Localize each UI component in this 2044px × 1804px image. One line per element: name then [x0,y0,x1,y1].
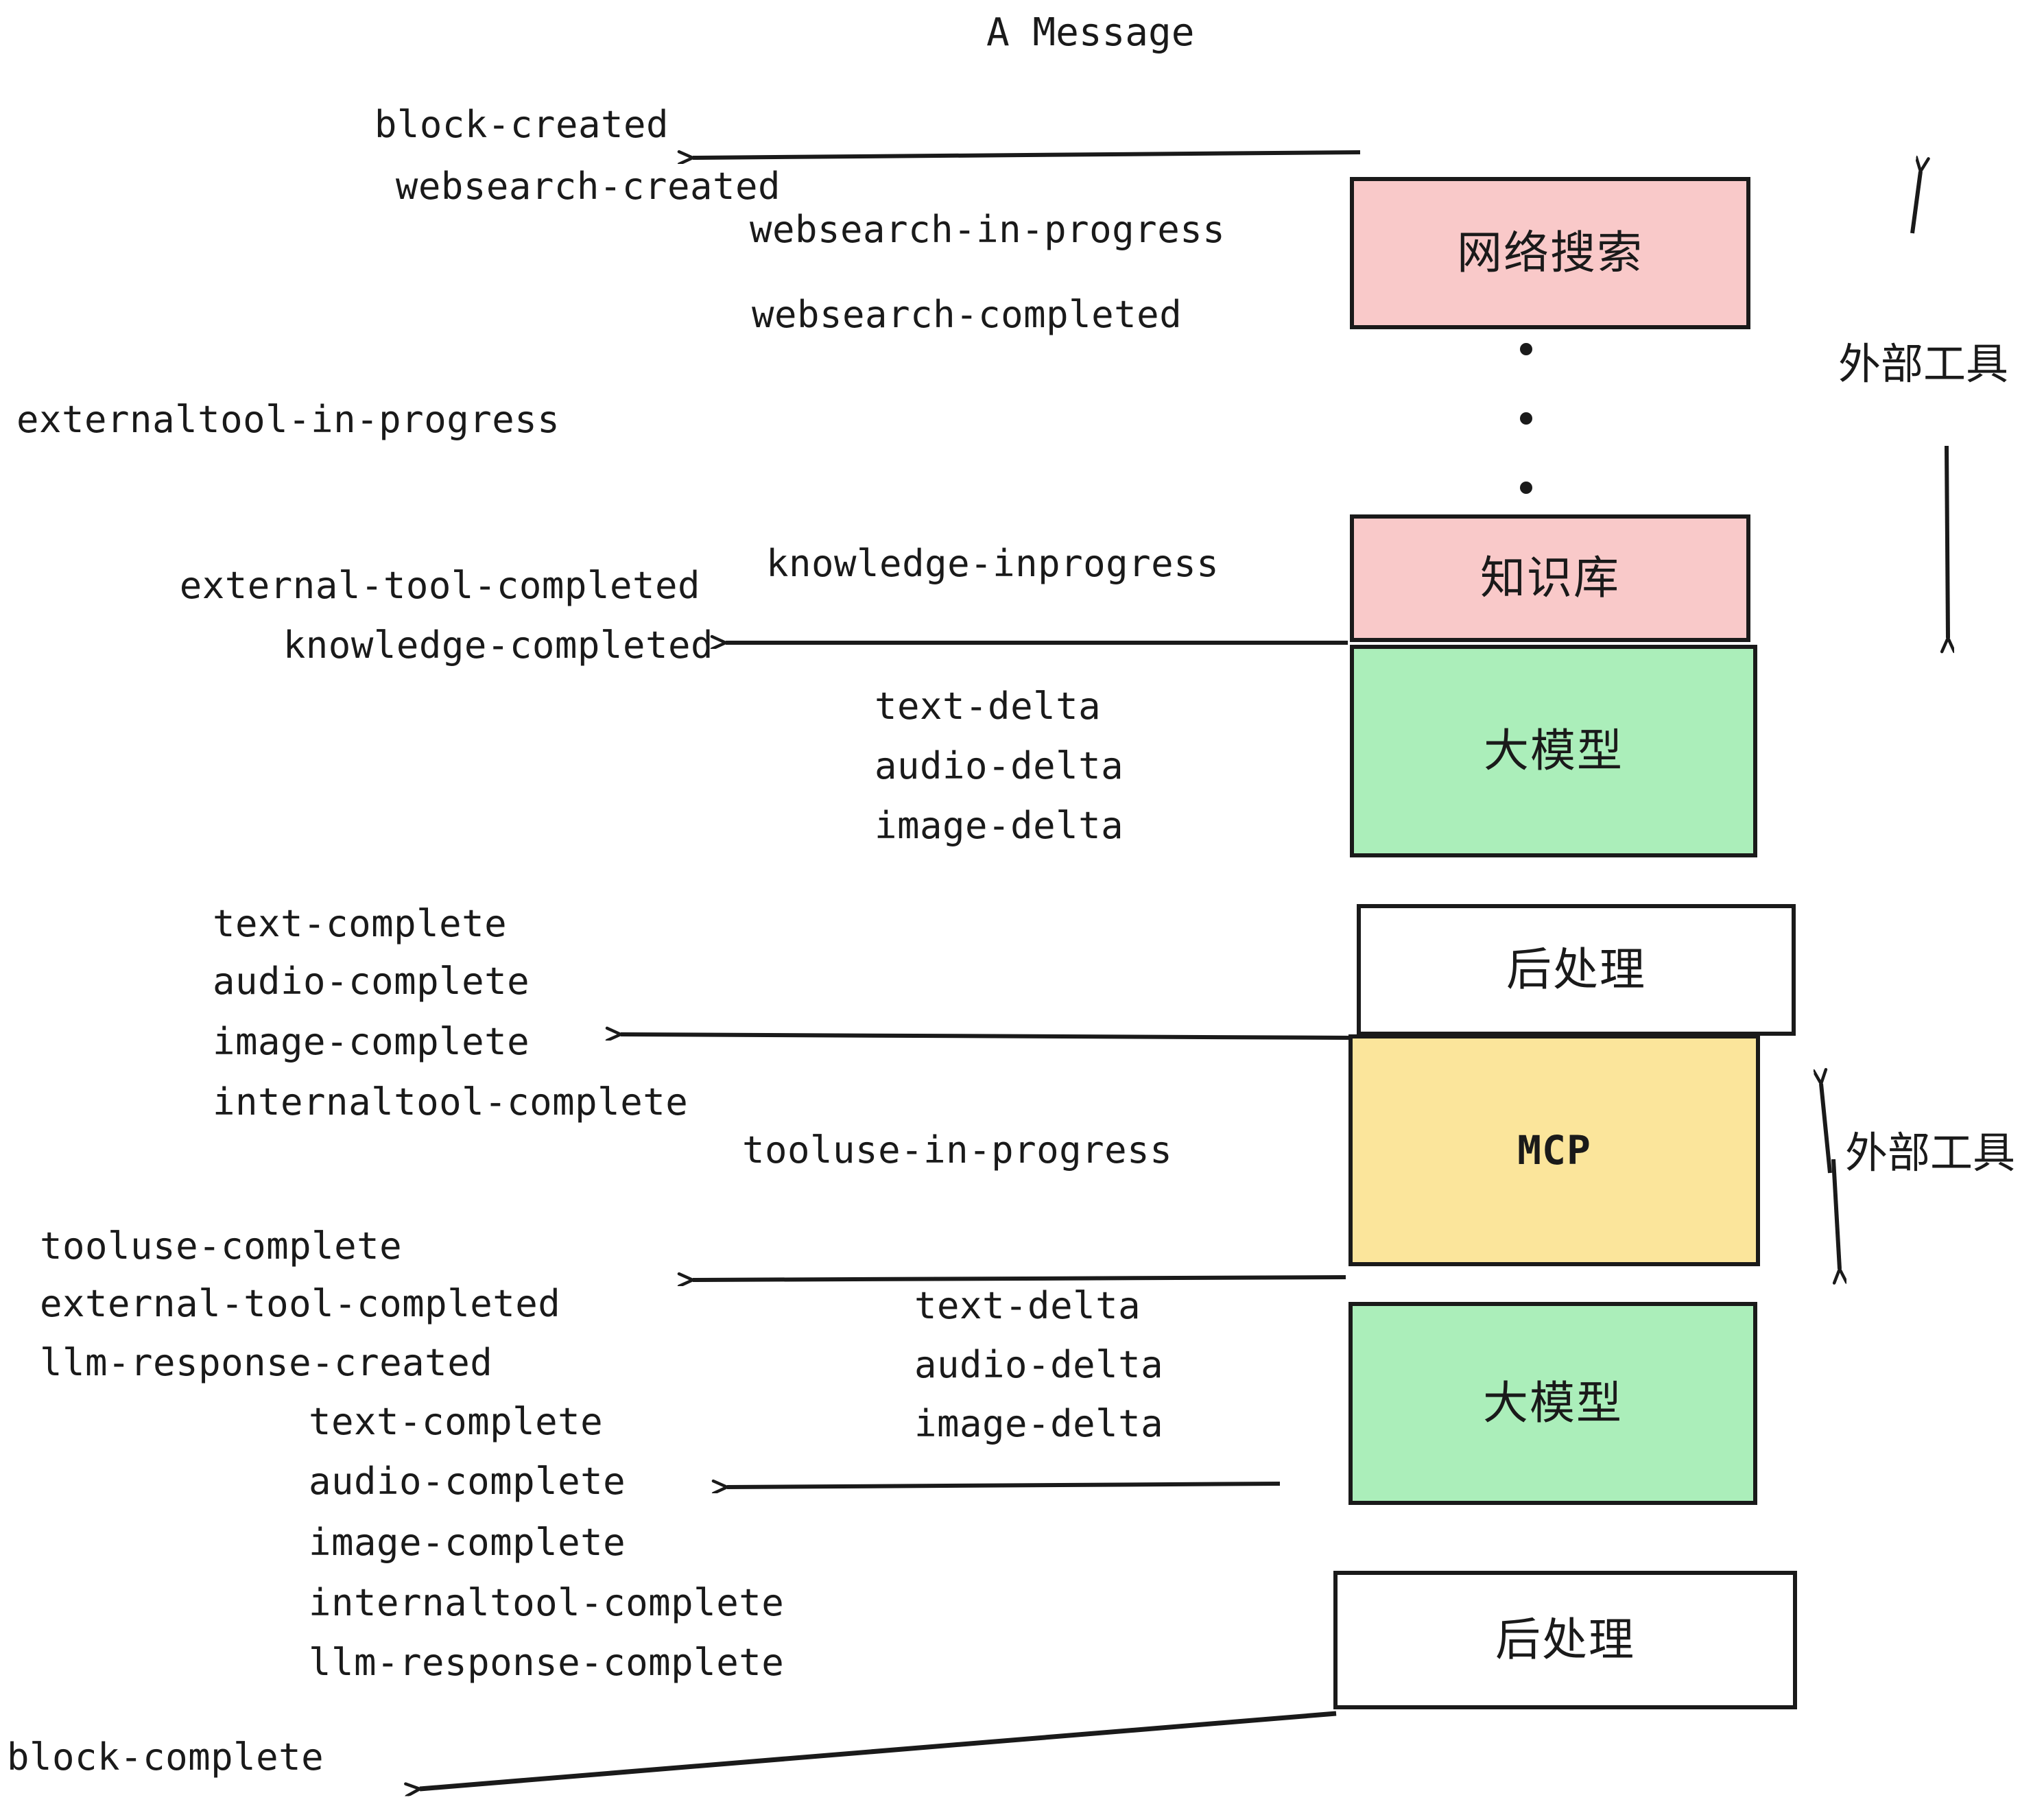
event-label-websearch-created: websearch-created [395,165,781,208]
event-label-llm-response-complete: llm-response-complete [309,1641,785,1684]
event-label-audio-complete-1: audio-complete [213,960,530,1003]
side-label-external-tools-bottom: 外部工具 [1845,1128,2016,1178]
arrow-image-complete [621,1034,1357,1038]
event-label-image-complete-2: image-complete [309,1521,626,1564]
event-label-block-complete: block-complete [7,1735,324,1779]
box-postproc-1[interactable]: 后处理 [1357,904,1796,1036]
event-label-external-tool-completed-2: external-tool-completed [40,1282,561,1325]
arrow-websearch-created [693,152,1361,158]
event-label-text-complete-1: text-complete [213,902,508,945]
ellipsis-dot [1520,412,1532,425]
box-label-websearch: 网络搜索 [1457,226,1643,279]
diagram-title: A Message [986,10,1195,55]
event-label-internaltool-complete-2: internaltool-complete [309,1581,785,1624]
event-label-audio-complete-2: audio-complete [309,1460,626,1503]
box-label-mcp: MCP [1517,1127,1591,1174]
event-label-audio-delta-2: audio-delta [914,1343,1164,1386]
ellipsis-dot [1520,343,1532,355]
box-websearch[interactable]: 网络搜索 [1350,177,1750,329]
box-label-postproc-1: 后处理 [1506,943,1646,996]
event-label-tooluse-in-progress: tooluse-in-progress [742,1128,1173,1172]
arrow-block-complete [420,1711,1337,1789]
event-label-text-delta-2: text-delta [914,1284,1141,1327]
event-label-text-complete-2: text-complete [309,1400,604,1443]
event-label-audio-delta-1: audio-delta [875,744,1124,787]
arrow-external-tools-top-down [1947,445,1948,638]
event-label-websearch-completed: websearch-completed [752,293,1183,336]
box-llm-2[interactable]: 大模型 [1348,1302,1757,1505]
event-label-image-complete-1: image-complete [213,1020,530,1063]
box-postproc-2[interactable]: 后处理 [1333,1571,1797,1709]
event-label-tooluse-complete: tooluse-complete [40,1224,403,1268]
ellipsis-dot [1520,482,1532,494]
box-label-llm-1: 大模型 [1484,724,1624,777]
event-label-llm-response-created: llm-response-created [40,1341,493,1384]
vertical-ellipsis [1519,343,1533,494]
arrow-audio-complete [727,1484,1281,1487]
arrow-tooluse-complete [693,1277,1346,1280]
box-knowledge[interactable]: 知识库 [1350,514,1750,642]
arrow-external-tools-bottom-down [1831,1159,1840,1269]
event-label-external-tool-completed-1: external-tool-completed [179,564,700,607]
event-label-block-created: block-created [374,103,669,146]
event-label-websearch-in-progress: websearch-in-progress [750,208,1226,251]
event-label-knowledge-inprogress: knowledge-inprogress [766,542,1220,585]
box-label-postproc-2: 后处理 [1495,1613,1635,1666]
box-label-knowledge: 知识库 [1480,551,1620,604]
arrow-external-tools-bottom-up [1821,1084,1832,1174]
box-label-llm-2: 大模型 [1483,1377,1623,1429]
box-mcp[interactable]: MCP [1348,1034,1760,1266]
event-label-image-delta-2: image-delta [914,1402,1164,1445]
event-label-image-delta-1: image-delta [875,804,1124,847]
event-label-knowledge-completed: knowledge-completed [283,624,713,667]
side-label-external-tools-top: 外部工具 [1838,339,2009,389]
event-label-externaltool-in-progress: externaltool-in-progress [16,398,560,441]
event-label-internaltool-complete-1: internaltool-complete [213,1080,689,1124]
event-label-text-delta-1: text-delta [875,685,1102,728]
arrow-external-tools-top-up [1910,171,1921,234]
box-llm-1[interactable]: 大模型 [1350,645,1757,857]
